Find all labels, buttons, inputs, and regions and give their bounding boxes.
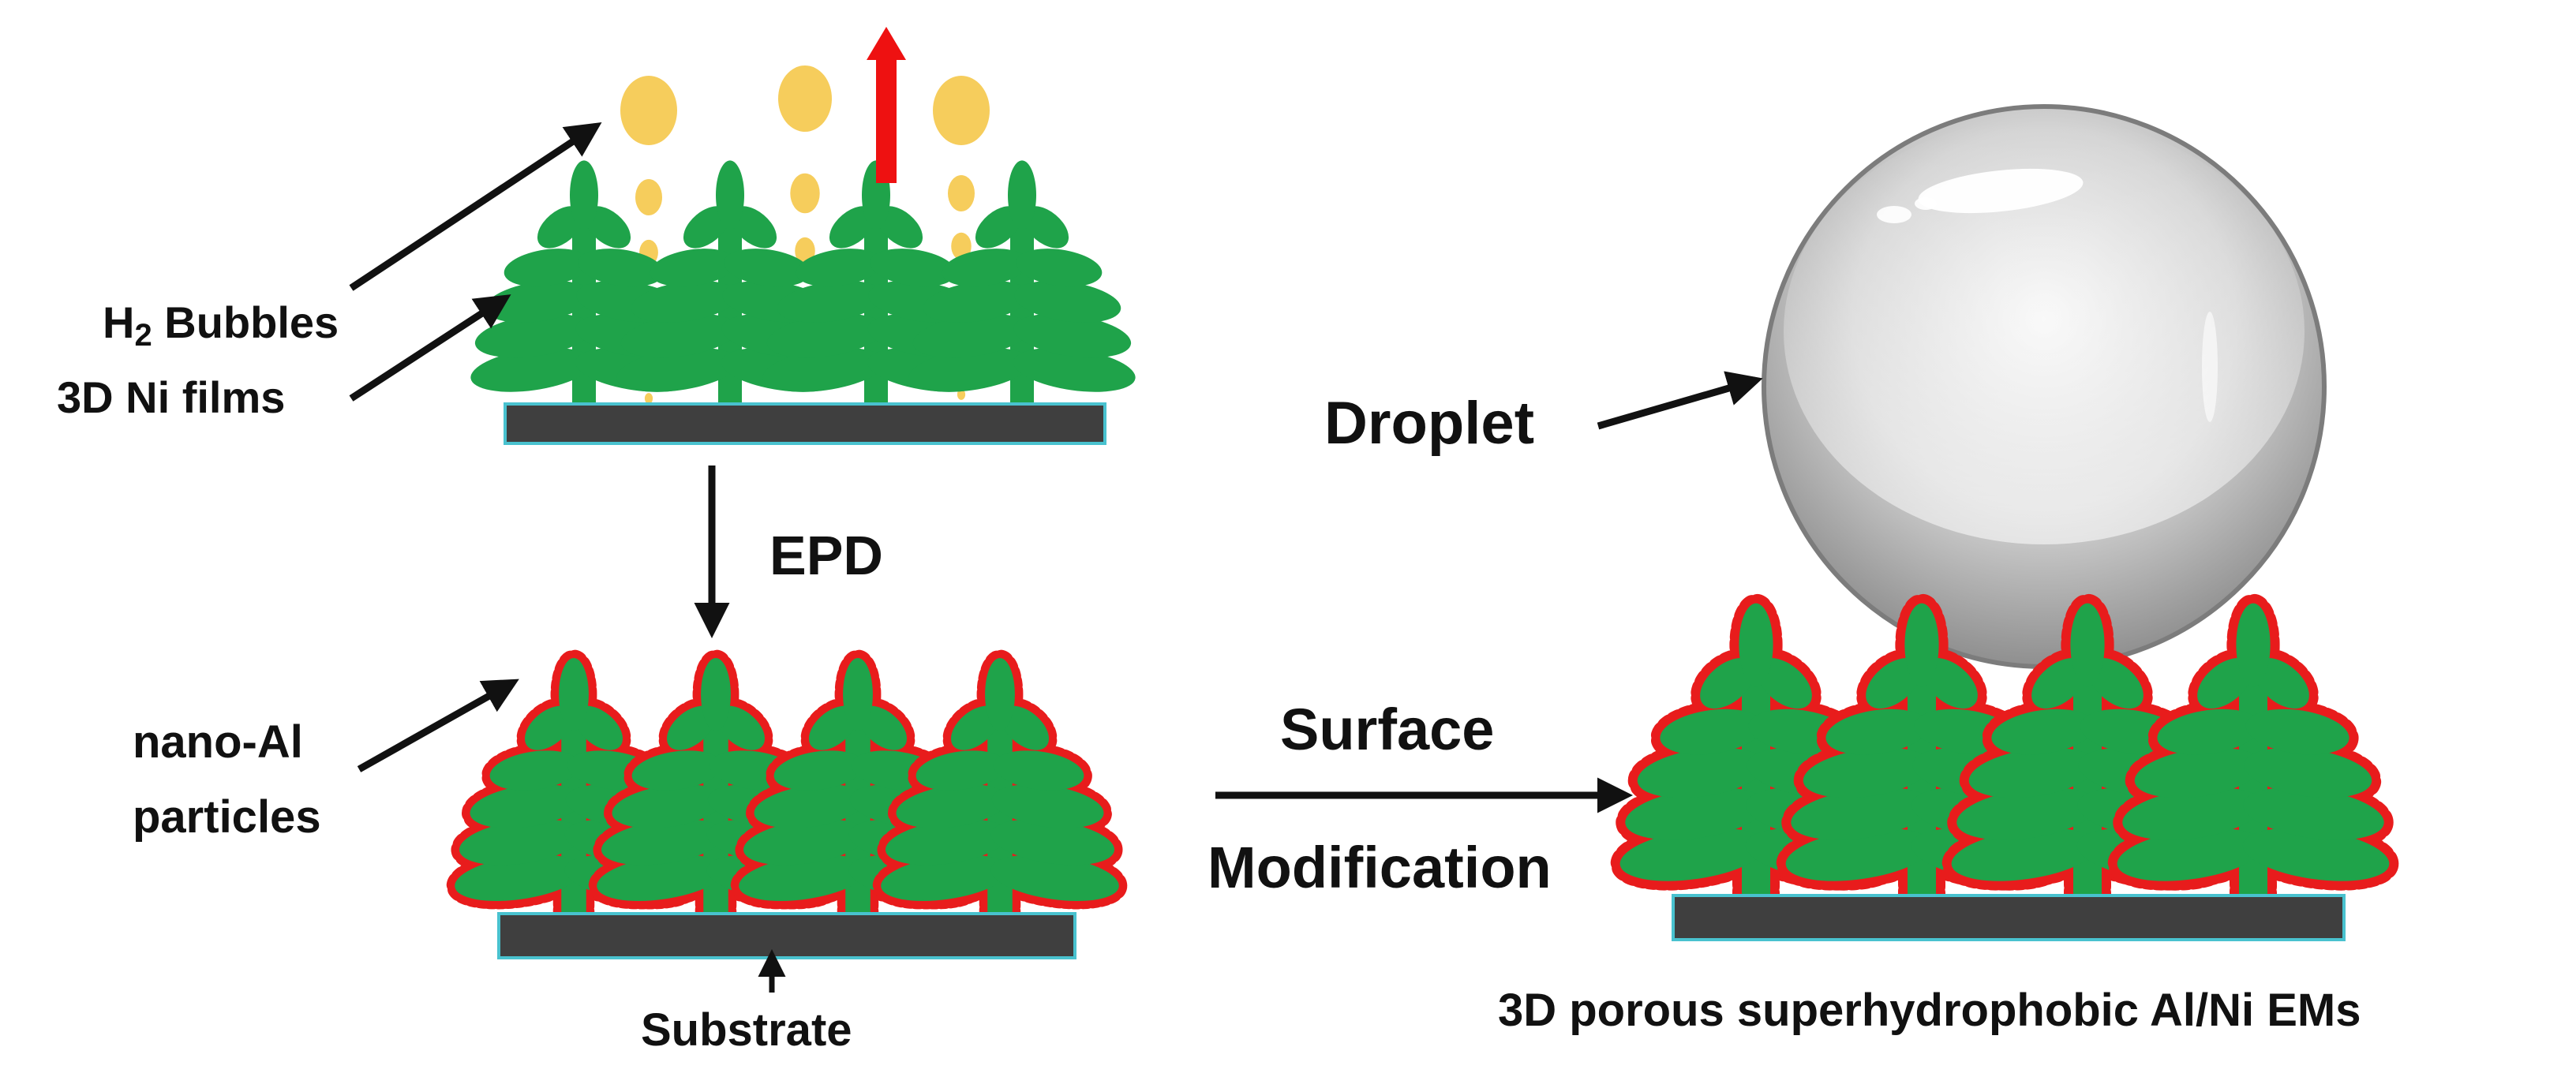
ni-dendrites bbox=[470, 160, 1136, 404]
release-arrow bbox=[867, 27, 906, 183]
droplet-highlight bbox=[1918, 168, 2084, 214]
al-coated-dendrites bbox=[446, 649, 1128, 922]
h2-suffix: Bubbles bbox=[152, 297, 339, 347]
droplet-label-group: Droplet bbox=[1324, 371, 1763, 457]
surface-label: Surface bbox=[1280, 697, 1494, 762]
nano-al-label-group: nano-Al particles bbox=[133, 679, 519, 843]
h2-bubble bbox=[644, 393, 653, 404]
h2-bubble bbox=[957, 389, 966, 400]
ni-dendrite bbox=[616, 160, 844, 404]
h2-bubbles-arrow bbox=[349, 122, 602, 291]
nano-al-label-line2: particles bbox=[133, 791, 321, 843]
ni-films-label: 3D Ni films bbox=[57, 372, 285, 422]
nano-al-arrow bbox=[357, 679, 519, 772]
panel-ni-films bbox=[470, 27, 1136, 445]
coated-dendrite bbox=[872, 649, 1128, 922]
epd-step: EPD bbox=[694, 465, 883, 638]
substrate-label: Substrate bbox=[641, 1004, 852, 1056]
h2-bubbles-label: H2 Bubbles bbox=[103, 297, 339, 353]
surface-modification-step: Surface Modification bbox=[1208, 697, 1633, 900]
h2-bubble bbox=[620, 76, 677, 145]
ni-dendrite bbox=[908, 160, 1136, 404]
substrate-top bbox=[504, 402, 1106, 445]
h2-bubble bbox=[951, 232, 972, 260]
superhydrophobic-dendrites bbox=[1610, 593, 2399, 905]
epd-label: EPD bbox=[769, 525, 883, 586]
nano-al-label-line1: nano-Al bbox=[133, 716, 303, 768]
panel-al-coated bbox=[446, 649, 1128, 959]
product-caption: 3D porous superhydrophobic Al/Ni EMs bbox=[1498, 985, 2361, 1036]
h2-bubble bbox=[933, 76, 990, 145]
water-droplet bbox=[1762, 104, 2327, 669]
h2-bubble bbox=[948, 175, 975, 211]
h2-bubble bbox=[778, 65, 832, 132]
panel-superhydrophobic bbox=[1610, 104, 2399, 941]
h2-bubble bbox=[635, 179, 662, 215]
h2-subscript: 2 bbox=[134, 318, 152, 353]
coated-dendrite bbox=[2107, 593, 2399, 905]
substrate-label-group: Substrate bbox=[641, 949, 852, 1056]
substrate-right bbox=[1672, 894, 2346, 941]
h2-bubble bbox=[790, 173, 820, 214]
droplet-label: Droplet bbox=[1324, 390, 1534, 457]
substrate-bottom bbox=[497, 912, 1076, 959]
h2-bubbles-label-group: H2 Bubbles bbox=[103, 122, 602, 353]
ni-films-label-group: 3D Ni films bbox=[57, 294, 511, 422]
modification-label: Modification bbox=[1208, 835, 1552, 900]
droplet-arrow bbox=[1597, 371, 1763, 430]
ni-films-arrow bbox=[349, 294, 511, 402]
h2-prefix: H bbox=[103, 297, 134, 347]
